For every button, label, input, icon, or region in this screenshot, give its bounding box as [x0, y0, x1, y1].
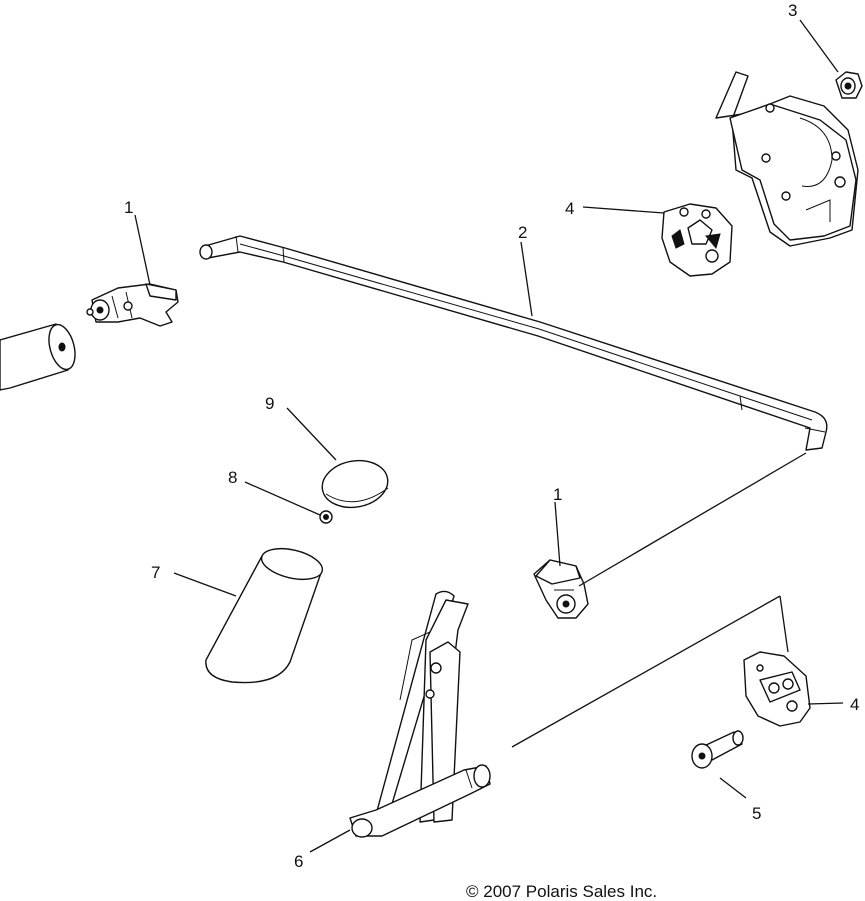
cap-part: [321, 459, 389, 509]
callout-3: 3: [788, 1, 797, 20]
callout-5: 5: [752, 804, 761, 823]
bushing-block-part-lower: [743, 651, 811, 727]
nut-part: [835, 71, 863, 99]
callout-9: 9: [265, 394, 274, 413]
shaft-stub-part: [0, 323, 76, 391]
callout-1-lower: 1: [553, 485, 562, 504]
clamp-part-upper: [86, 283, 179, 327]
torsion-bar-part: [199, 235, 828, 451]
callout-1-upper: 1: [124, 198, 133, 217]
small-nut-part: [319, 510, 333, 524]
callout-6: 6: [294, 852, 303, 871]
bolt-part: [691, 730, 744, 769]
pedal-arm-part: [349, 590, 491, 838]
leader-lines: [134, 19, 844, 853]
copyright-text: © 2007 Polaris Sales Inc.: [466, 882, 657, 901]
bushing-block-part-upper: [661, 203, 733, 277]
callout-8: 8: [228, 468, 237, 487]
frame-bracket-part: [715, 71, 859, 247]
callout-7: 7: [151, 563, 160, 582]
callout-2: 2: [518, 223, 527, 242]
clamp-part-lower: [533, 559, 589, 619]
callout-4-lower: 4: [850, 695, 859, 714]
tapered-sleeve-part: [205, 547, 324, 684]
callout-4-upper: 4: [565, 199, 574, 218]
